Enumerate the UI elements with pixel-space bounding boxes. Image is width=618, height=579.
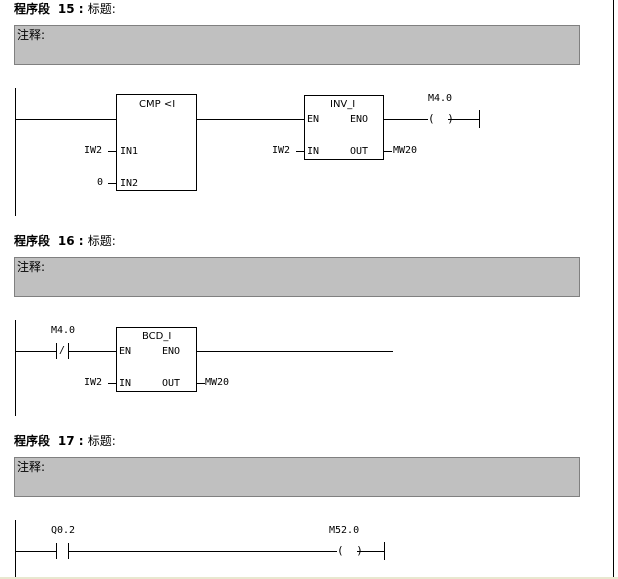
rung-end (479, 110, 480, 128)
pin-stub (197, 383, 205, 384)
cmp-in2-operand[interactable]: 0 (97, 177, 104, 188)
power-rail (15, 520, 16, 579)
network-title-text: 标题: (87, 434, 116, 448)
inv-int-box[interactable]: INV_I EN ENO IN OUT (304, 95, 384, 160)
coil-icon[interactable]: ( ) (428, 112, 457, 125)
network-prefix: 程序段 (14, 2, 51, 16)
rung-wire (15, 351, 56, 352)
network-comment[interactable]: 注释: (14, 257, 580, 297)
inv-out-pin: OUT (350, 146, 369, 157)
rung-wire (197, 119, 304, 120)
contact-address[interactable]: Q0.2 (51, 525, 76, 536)
network-prefix: 程序段 (14, 434, 51, 448)
network-sep: : (74, 2, 88, 16)
editor-bottom-edge (0, 577, 618, 579)
bcd-eno-pin: ENO (162, 346, 181, 357)
network-title-text: 标题: (87, 234, 116, 248)
rung-end (384, 542, 385, 560)
inv-in-operand[interactable]: IW2 (272, 145, 291, 156)
rung-wire (15, 551, 56, 552)
network-comment[interactable]: 注释: (14, 25, 580, 65)
inv-box-title: INV_I (330, 99, 356, 110)
rung-wire (68, 551, 337, 552)
bcd-en-pin: EN (119, 346, 132, 357)
pin-stub (108, 151, 116, 152)
network-number: 15 (57, 2, 75, 16)
rung-wire (197, 351, 393, 352)
cmp-int-box[interactable]: CMP <I IN1 IN2 (116, 94, 197, 191)
network-prefix: 程序段 (14, 234, 51, 248)
coil-icon[interactable]: ( ) (337, 544, 366, 557)
cmp-in1-operand[interactable]: IW2 (84, 145, 103, 156)
rung-wire (384, 119, 428, 120)
inv-out-operand[interactable]: MW20 (393, 145, 418, 156)
pin-stub (384, 151, 392, 152)
network-title[interactable]: 程序段 17 : 标题: (14, 434, 116, 448)
rung-wire (448, 119, 480, 120)
pin-stub (108, 383, 116, 384)
bcd-in-operand[interactable]: IW2 (84, 377, 103, 388)
no-contact-icon[interactable] (56, 543, 57, 559)
rung-wire (15, 119, 116, 120)
coil-address[interactable]: M52.0 (329, 525, 360, 536)
power-rail (15, 320, 16, 416)
bcd-in-pin: IN (119, 378, 132, 389)
network-title[interactable]: 程序段 15 : 标题: (14, 2, 116, 16)
cmp-in1-pin: IN1 (120, 146, 139, 157)
inv-en-pin: EN (307, 114, 320, 125)
network-sep: : (74, 234, 88, 248)
pin-stub (108, 183, 116, 184)
bcd-out-operand[interactable]: MW20 (205, 377, 230, 388)
pin-stub (296, 151, 304, 152)
rung-wire (68, 351, 116, 352)
editor-right-border (613, 0, 614, 579)
network-title-text: 标题: (87, 2, 116, 16)
cmp-box-title: CMP <I (139, 99, 176, 110)
nc-contact-icon[interactable]: / (59, 345, 66, 356)
bcd-int-box[interactable]: BCD_I EN ENO IN OUT (116, 327, 197, 392)
rung-wire (357, 551, 384, 552)
inv-in-pin: IN (307, 146, 320, 157)
bcd-out-pin: OUT (162, 378, 181, 389)
network-title[interactable]: 程序段 16 : 标题: (14, 234, 116, 248)
cmp-in2-pin: IN2 (120, 178, 139, 189)
network-number: 16 (57, 234, 75, 248)
network-number: 17 (57, 434, 75, 448)
network-sep: : (74, 434, 88, 448)
coil-address[interactable]: M4.0 (428, 93, 453, 104)
power-rail (15, 88, 16, 216)
bcd-box-title: BCD_I (142, 331, 172, 342)
network-comment[interactable]: 注释: (14, 457, 580, 497)
inv-eno-pin: ENO (350, 114, 369, 125)
contact-bar (56, 343, 57, 359)
contact-address[interactable]: M4.0 (51, 325, 76, 336)
